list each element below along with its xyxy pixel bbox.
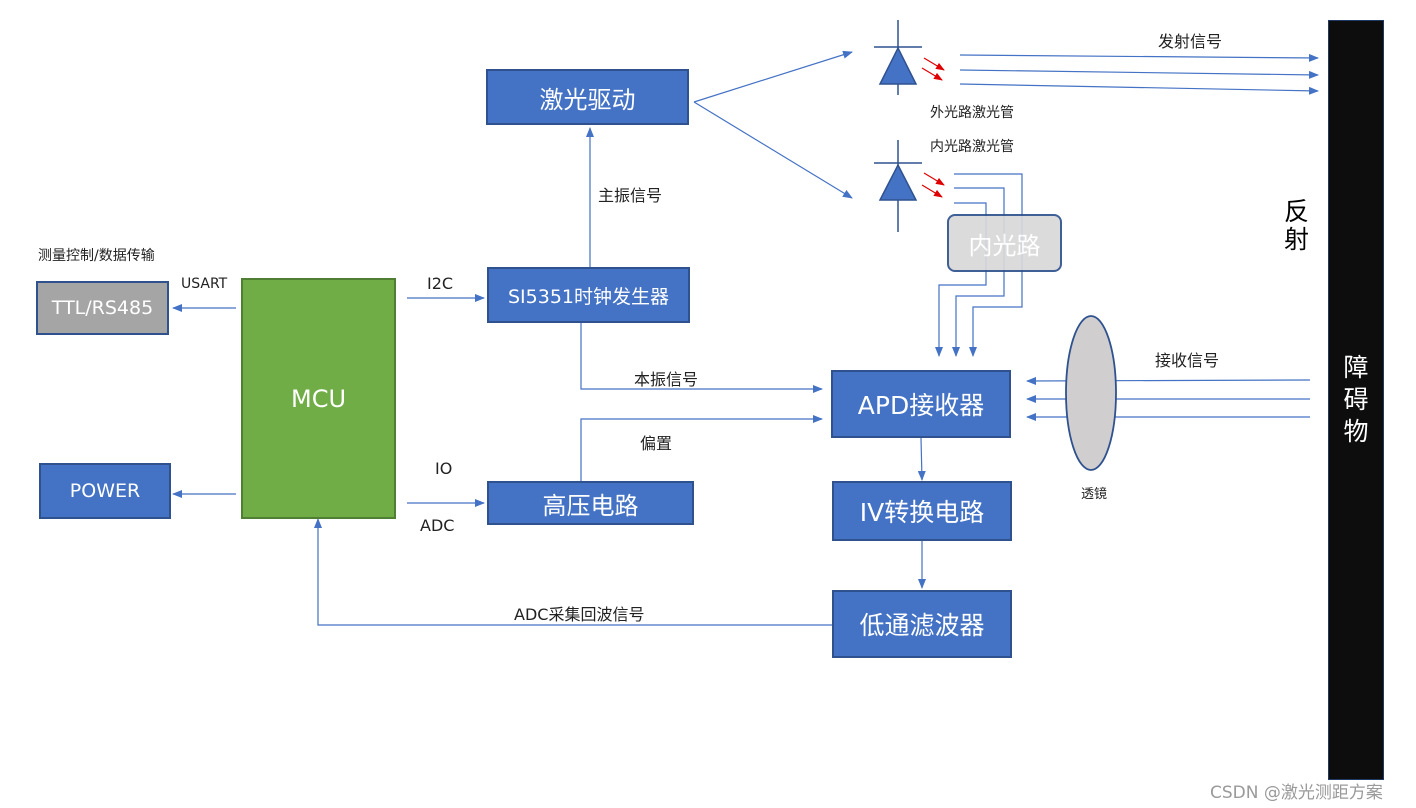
receive-signal-label: 接收信号 bbox=[1155, 351, 1220, 370]
lens-icon bbox=[1065, 315, 1117, 471]
inner-laser-label: 内光路激光管 bbox=[930, 139, 1014, 155]
mcu-label: MCU bbox=[290, 384, 347, 413]
driver-to-inner-laser-line bbox=[693, 101, 853, 199]
main-osc-label: 主振信号 bbox=[598, 186, 663, 205]
inner-path-label: 内光路 bbox=[968, 231, 1041, 260]
clock-generator-block: SI5351时钟发生器 bbox=[487, 267, 690, 323]
adc-echo-label: ADC采集回波信号 bbox=[514, 605, 645, 624]
outer-laser-emission-icon bbox=[921, 57, 945, 81]
ttl-rs485-block: TTL/RS485 bbox=[36, 281, 169, 335]
low-pass-filter-block: 低通滤波器 bbox=[832, 590, 1012, 658]
high-voltage-label: 高压电路 bbox=[542, 491, 639, 520]
local-osc-label: 本振信号 bbox=[634, 370, 699, 389]
inner-path-line-2 bbox=[952, 187, 1005, 357]
clock-generator-label: SI5351时钟发生器 bbox=[507, 285, 670, 308]
local-osc-line bbox=[580, 323, 823, 393]
inner-laser-diode-icon bbox=[874, 140, 922, 232]
reflect-char-2: 射 bbox=[1284, 225, 1310, 254]
obstacle-block: 障 碍 物 bbox=[1328, 20, 1384, 780]
iv-converter-block: IV转换电路 bbox=[832, 481, 1012, 541]
apd-to-iv-line bbox=[917, 437, 926, 481]
apd-receiver-block: APD接收器 bbox=[831, 370, 1011, 438]
usart-label: USART bbox=[181, 276, 228, 292]
high-voltage-block: 高压电路 bbox=[487, 481, 694, 525]
io-label: IO bbox=[435, 459, 453, 478]
driver-to-outer-laser-line bbox=[693, 50, 853, 103]
emit-beam-3 bbox=[959, 83, 1319, 95]
reflect-label: 反 射 bbox=[1284, 198, 1309, 254]
apd-receiver-label: APD接收器 bbox=[857, 391, 985, 420]
watermark-label: CSDN @激光测距方案 bbox=[1210, 783, 1383, 803]
measure-control-label: 测量控制/数据传输 bbox=[38, 248, 155, 264]
inner-path-line-1 bbox=[954, 173, 1023, 357]
power-block: POWER bbox=[39, 463, 171, 519]
outer-laser-diode-icon bbox=[874, 20, 922, 95]
emit-signal-label: 发射信号 bbox=[1158, 32, 1223, 51]
obstacle-char-3: 物 bbox=[1343, 417, 1369, 446]
laser-driver-label: 激光驱动 bbox=[539, 85, 636, 114]
ttl-rs485-label: TTL/RS485 bbox=[51, 297, 154, 319]
outer-laser-label: 外光路激光管 bbox=[930, 105, 1014, 121]
adc-label: ADC bbox=[420, 516, 455, 535]
laser-driver-block: 激光驱动 bbox=[486, 69, 689, 125]
bias-line bbox=[580, 415, 823, 482]
i2c-label: I2C bbox=[427, 274, 454, 293]
reflect-char-1: 反 bbox=[1284, 197, 1310, 226]
inner-laser-emission-icon bbox=[921, 172, 945, 198]
adc-echo-line bbox=[314, 518, 832, 626]
mcu-block: MCU bbox=[241, 278, 396, 519]
bias-label: 偏置 bbox=[640, 434, 673, 453]
inner-path-line-3 bbox=[935, 202, 987, 357]
iv-converter-label: IV转换电路 bbox=[859, 498, 985, 527]
obstacle-char-2: 碍 bbox=[1343, 385, 1369, 414]
emit-beam-1 bbox=[959, 53, 1319, 62]
obstacle-char-1: 障 bbox=[1343, 353, 1369, 382]
low-pass-filter-label: 低通滤波器 bbox=[859, 611, 985, 640]
power-label: POWER bbox=[69, 480, 141, 502]
inner-path-block: 内光路 bbox=[947, 214, 1062, 272]
lens-label: 透镜 bbox=[1081, 487, 1108, 502]
emit-beam-2 bbox=[959, 69, 1319, 79]
